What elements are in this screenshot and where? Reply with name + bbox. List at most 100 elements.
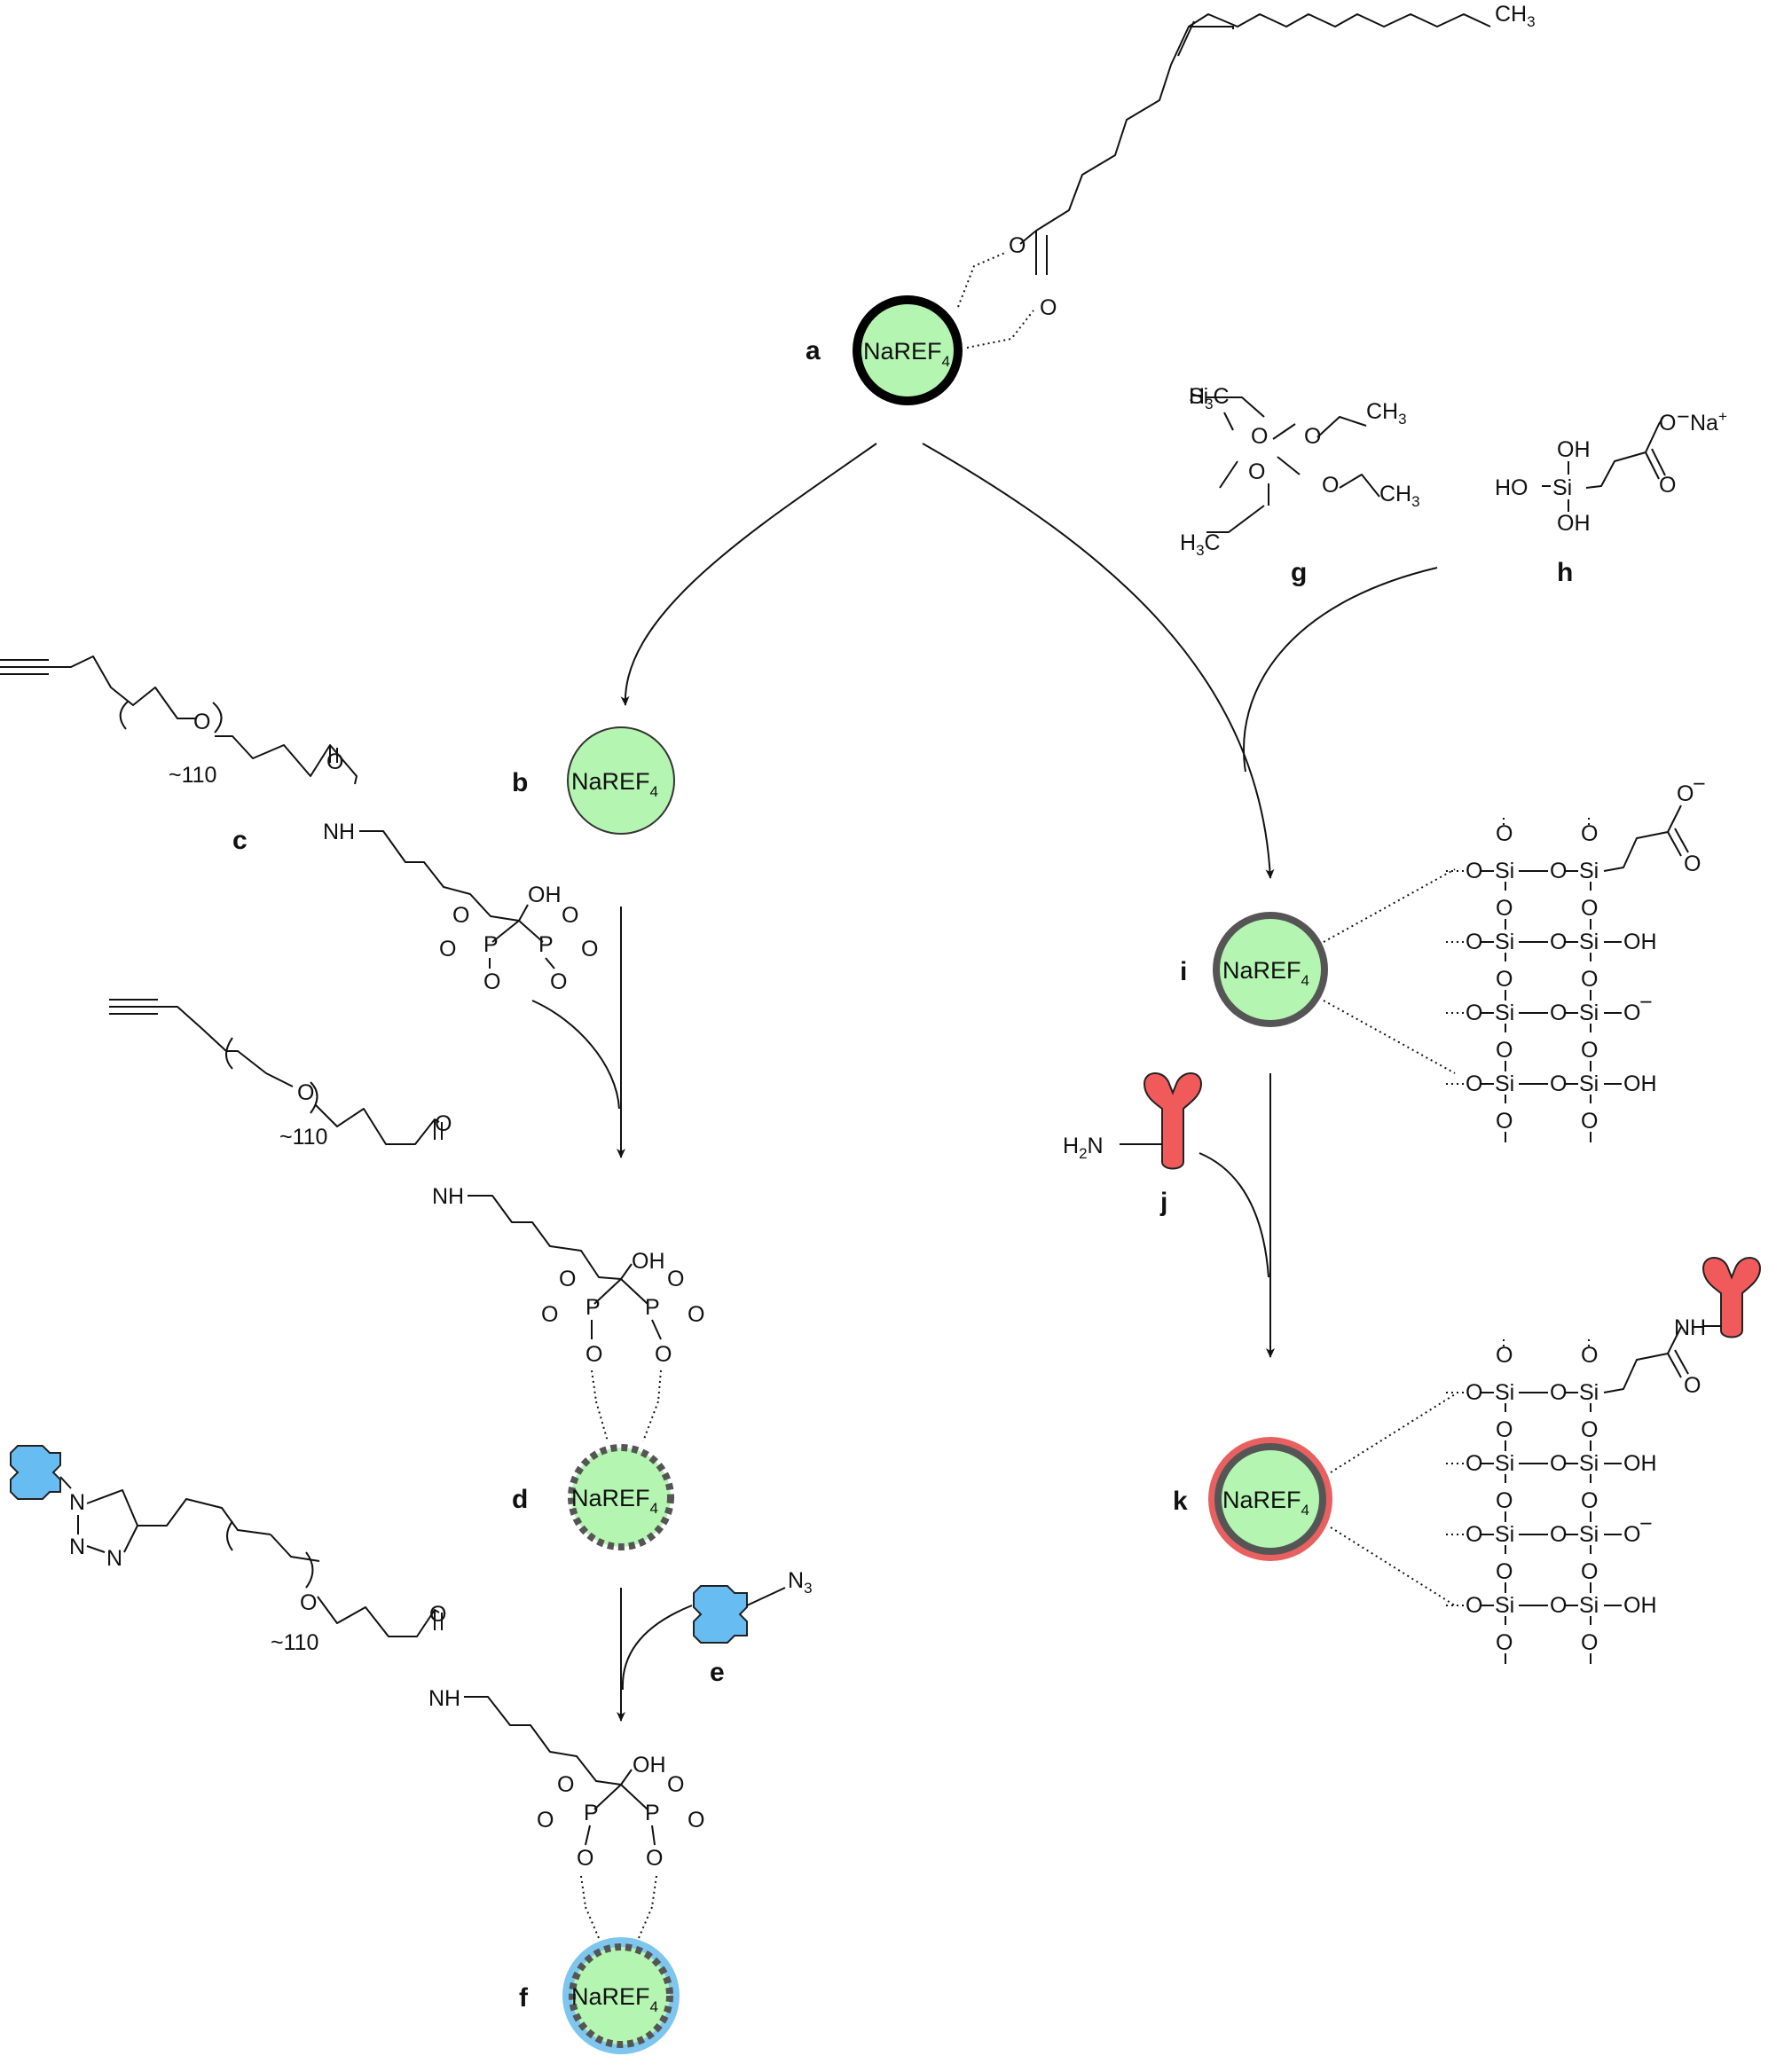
carbonyl-bond (1674, 828, 1689, 853)
atom-o-f6: O (646, 1846, 663, 1871)
atom-o-d1: O (559, 1267, 576, 1291)
network-o-vertical: O (1496, 1109, 1513, 1134)
triazole-ligand-f: N N N O ~110 O NH OH P P O O O O O O (10, 1445, 704, 1939)
atom-o-d: O (297, 1080, 314, 1105)
carbonyl-bond (1674, 1349, 1689, 1375)
atom-n1-f: N (69, 1490, 85, 1515)
network-oh: OH (1623, 930, 1657, 954)
label-h: h (1557, 558, 1573, 587)
core-f: NaREF4 (562, 1937, 680, 2054)
network-oh: OH (1623, 1451, 1657, 1476)
network-o-bridge: O (1550, 859, 1567, 883)
network-o-left: O (1466, 930, 1482, 954)
arrow-a-to-b (620, 443, 877, 706)
network-oh: OH (1623, 1593, 1657, 1618)
atom-p-c-left: P (483, 932, 499, 957)
atom-o-d2: O (667, 1267, 684, 1291)
atom-o-carbonyl: O (1040, 295, 1057, 320)
network-o-vertical: O (1581, 1109, 1598, 1134)
network-si-1: Si (1495, 1593, 1514, 1618)
blue-puzzle-icon (693, 1585, 748, 1644)
network-si-2: Si (1579, 1522, 1599, 1547)
core-i-label: NaREF4 (1222, 957, 1309, 989)
network-o-left: O (1466, 1380, 1482, 1405)
link-k-top (1330, 1393, 1456, 1473)
label-c: c (232, 826, 248, 855)
atom-n2-f: N (69, 1534, 85, 1559)
atom-nh-f: NH (428, 1686, 460, 1711)
label-i: i (1180, 957, 1187, 986)
oleate-chain: O O CH3 (957, 2, 1536, 349)
atom-p-f-left: P (584, 1801, 599, 1825)
link-i-bottom (1323, 1000, 1456, 1074)
network-o-bridge: O (1550, 930, 1567, 954)
azide-group: N3 (788, 1568, 813, 1597)
network-o-vertical: O (1496, 1417, 1513, 1442)
label-k: k (1173, 1487, 1188, 1516)
network-o-vertical: O (1496, 896, 1513, 921)
atom-oh-h2: OH (1557, 511, 1591, 536)
network-o-top2: O (1581, 1343, 1598, 1368)
amide-o: O (1684, 1373, 1701, 1398)
silanetriol-h: OH HO Si OH O O − Na+ (1495, 404, 1727, 536)
network-si-2: Si (1579, 859, 1599, 883)
network-o-bridge: O (1550, 1522, 1567, 1547)
network-o-vertical: O (1581, 967, 1598, 992)
network-o-vertical: O (1496, 967, 1513, 992)
network-si-1: Si (1495, 1071, 1514, 1096)
label-f: f (519, 1983, 529, 2013)
network-o-vertical: O (1496, 1559, 1513, 1584)
network-o-vertical: O (1581, 1038, 1598, 1063)
peg-repeat-f: ~110 (271, 1630, 318, 1655)
label-g: g (1291, 558, 1307, 587)
core-a-label: NaREF4 (863, 338, 950, 370)
feed-arrow-gh (1243, 567, 1438, 773)
link-i-top (1323, 868, 1456, 943)
antibody-j: H2N (1063, 1072, 1203, 1170)
network-o-vertical: O (1581, 1630, 1598, 1655)
network-si-2: Si (1579, 1451, 1599, 1476)
methyl-g1: H3C (1189, 384, 1230, 412)
atom-o-g2: O (1304, 424, 1321, 449)
label-d: d (512, 1485, 528, 1514)
network-o-vertical: O (1581, 1559, 1598, 1584)
link-k-bottom (1330, 1527, 1456, 1606)
peg-ligand-d: O ~110 O NH OH P P O O O O O O (109, 999, 704, 1442)
network-minus: − (1639, 990, 1653, 1015)
atom-o-amide-d: O (435, 1111, 452, 1136)
atom-o-c1: O (452, 903, 469, 928)
atom-oh-c: OH (528, 883, 562, 907)
feed-arrow-j (1199, 1152, 1269, 1278)
network-o-left: O (1466, 859, 1482, 883)
propyl-chain (1603, 804, 1682, 872)
atom-nh-d: NH (432, 1184, 464, 1209)
network-o-vertical: O (1581, 896, 1598, 921)
atom-nh-k: NH (1674, 1315, 1706, 1340)
carbonyl-bond (1667, 831, 1682, 857)
atom-nh-c: NH (323, 820, 355, 844)
carbonyl-bond (1667, 1353, 1682, 1378)
arrow-a-to-i (922, 443, 1275, 879)
atom-p-d-right: P (645, 1295, 660, 1320)
carboxylate-o1: O (1677, 781, 1694, 806)
atom-oh-f: OH (633, 1753, 666, 1778)
carboxylate-minus: − (1693, 772, 1706, 797)
atom-o-c3: O (439, 937, 456, 961)
atom-o-ester: O (1009, 233, 1026, 258)
network-o-bridge: O (1550, 1071, 1567, 1096)
network-o-left: O (1466, 1001, 1482, 1025)
core-a: NaREF4 (853, 295, 963, 405)
network-o-bridge: O (1550, 1451, 1567, 1476)
network-si-1: Si (1495, 859, 1514, 883)
propyl-chain (1603, 1326, 1682, 1393)
network-o-vertical: O (1496, 1630, 1513, 1655)
peg-ligand-c: O ~110 O NH OH P P O O O O O O (0, 655, 598, 994)
network-si-1: Si (1495, 1001, 1514, 1025)
atom-o-f2: O (667, 1772, 684, 1797)
atom-n3-f: N (106, 1546, 122, 1571)
label-a: a (806, 336, 821, 365)
azide-molecule-e: N3 (693, 1568, 813, 1644)
atom-o-amide-c: O (326, 750, 343, 774)
antibody-icon-k (1701, 1257, 1762, 1338)
